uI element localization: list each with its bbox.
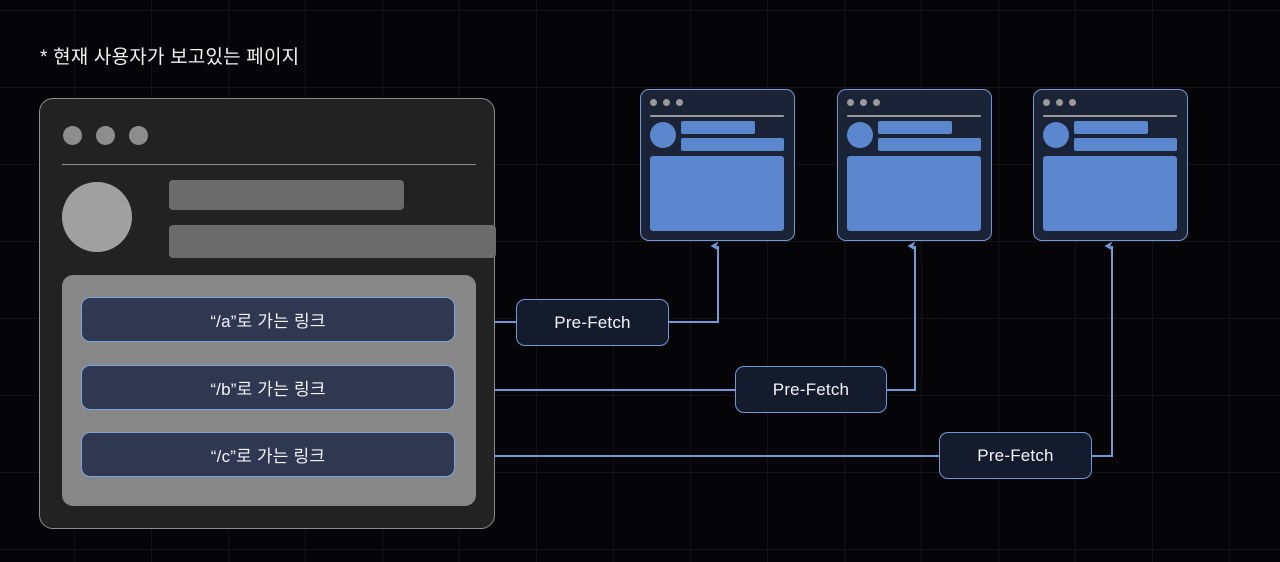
window-dot-maximize-icon[interactable] bbox=[129, 126, 148, 145]
mini-window-dot-maximize-icon bbox=[1069, 99, 1076, 106]
mini-window-dot-close-icon bbox=[847, 99, 854, 106]
prefetched-page-c bbox=[1033, 89, 1188, 241]
window-controls bbox=[63, 126, 148, 145]
mini-window-controls bbox=[1043, 99, 1076, 106]
link-row-b[interactable]: “/b”로 가는 링크 bbox=[81, 365, 455, 410]
window-dot-close-icon[interactable] bbox=[63, 126, 82, 145]
prefetched-page-b bbox=[837, 89, 992, 241]
prefetch-badge-a: Pre-Fetch bbox=[516, 299, 669, 346]
mini-window-dot-minimize-icon bbox=[663, 99, 670, 106]
prefetched-page-a bbox=[640, 89, 795, 241]
prefetch-badge-b: Pre-Fetch bbox=[735, 366, 887, 413]
mini-skeleton-bar-short bbox=[878, 121, 952, 134]
mini-skeleton-bar-long bbox=[1074, 138, 1177, 151]
mini-window-dot-close-icon bbox=[650, 99, 657, 106]
page-title: * 현재 사용자가 보고있는 페이지 bbox=[40, 47, 300, 68]
mini-window-controls bbox=[650, 99, 683, 106]
profile-placeholder-block bbox=[62, 180, 496, 258]
mini-skeleton-bar-long bbox=[681, 138, 784, 151]
mini-window-dot-minimize-icon bbox=[1056, 99, 1063, 106]
mini-skeleton-bar-long bbox=[878, 138, 981, 151]
avatar bbox=[62, 182, 132, 252]
mini-skeleton-bar-short bbox=[1074, 121, 1148, 134]
window-dot-minimize-icon[interactable] bbox=[96, 126, 115, 145]
mini-avatar bbox=[847, 122, 873, 148]
link-row-a[interactable]: “/a”로 가는 링크 bbox=[81, 297, 455, 342]
link-row-c[interactable]: “/c”로 가는 링크 bbox=[81, 432, 455, 477]
window-header-divider bbox=[62, 164, 476, 165]
mini-header-divider bbox=[1043, 115, 1177, 117]
skeleton-bar-long bbox=[169, 225, 496, 258]
mini-skeleton-bar-short bbox=[681, 121, 755, 134]
mini-header-divider bbox=[847, 115, 981, 117]
mini-avatar bbox=[1043, 122, 1069, 148]
links-panel: “/a”로 가는 링크 “/b”로 가는 링크 “/c”로 가는 링크 bbox=[62, 275, 476, 506]
mini-header-divider bbox=[650, 115, 784, 117]
mini-window-dot-close-icon bbox=[1043, 99, 1050, 106]
connector-c bbox=[444, 241, 1113, 457]
mini-content-block bbox=[1043, 156, 1177, 231]
mini-window-controls bbox=[847, 99, 880, 106]
prefetch-badge-c: Pre-Fetch bbox=[939, 432, 1092, 479]
mini-content-block bbox=[847, 156, 981, 231]
mini-window-dot-minimize-icon bbox=[860, 99, 867, 106]
mini-avatar bbox=[650, 122, 676, 148]
mini-content-block bbox=[650, 156, 784, 231]
current-page-browser-window: “/a”로 가는 링크 “/b”로 가는 링크 “/c”로 가는 링크 bbox=[39, 98, 496, 529]
skeleton-bar-short bbox=[169, 180, 404, 210]
mini-window-dot-maximize-icon bbox=[873, 99, 880, 106]
mini-window-dot-maximize-icon bbox=[676, 99, 683, 106]
